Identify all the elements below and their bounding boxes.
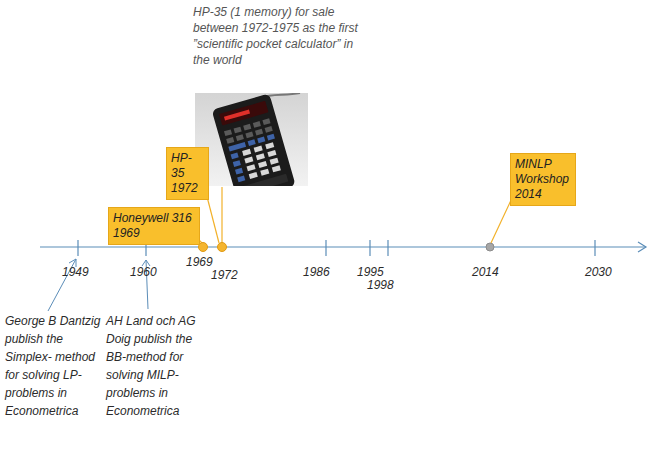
year-label: 1998 <box>367 278 394 292</box>
event-box: MINLP Workshop 2014 <box>510 153 576 206</box>
calculator-photo <box>195 93 308 186</box>
year-label: 1969 <box>186 255 213 269</box>
year-label: 1972 <box>211 268 238 282</box>
event-box: Honeywell 316 1969 <box>108 207 200 245</box>
box-text: Honeywell 316 1969 <box>113 211 195 241</box>
year-label: 1949 <box>62 265 89 279</box>
event-note: AH Land och AG Doig publish the BB-metho… <box>106 312 206 420</box>
year-label: 1995 <box>357 265 384 279</box>
event-dot <box>218 243 227 252</box>
year-label: 1960 <box>130 265 157 279</box>
box-text: MINLP Workshop 2014 <box>515 157 571 202</box>
year-label: 2030 <box>585 265 612 279</box>
box-text: HP-35 1972 <box>171 151 204 196</box>
event-dot <box>486 243 494 251</box>
event-box: HP-35 1972 <box>166 147 209 200</box>
event-note: George B Dantzig publish the Simplex- me… <box>5 312 105 420</box>
timeline-axis <box>40 246 646 247</box>
year-label: 2014 <box>472 265 499 279</box>
axis-arrowhead <box>638 242 646 252</box>
photo-caption: HP-35 (1 memory) for sale between 1972-1… <box>193 4 359 68</box>
leader-line <box>221 187 222 243</box>
year-label: 1986 <box>303 265 330 279</box>
